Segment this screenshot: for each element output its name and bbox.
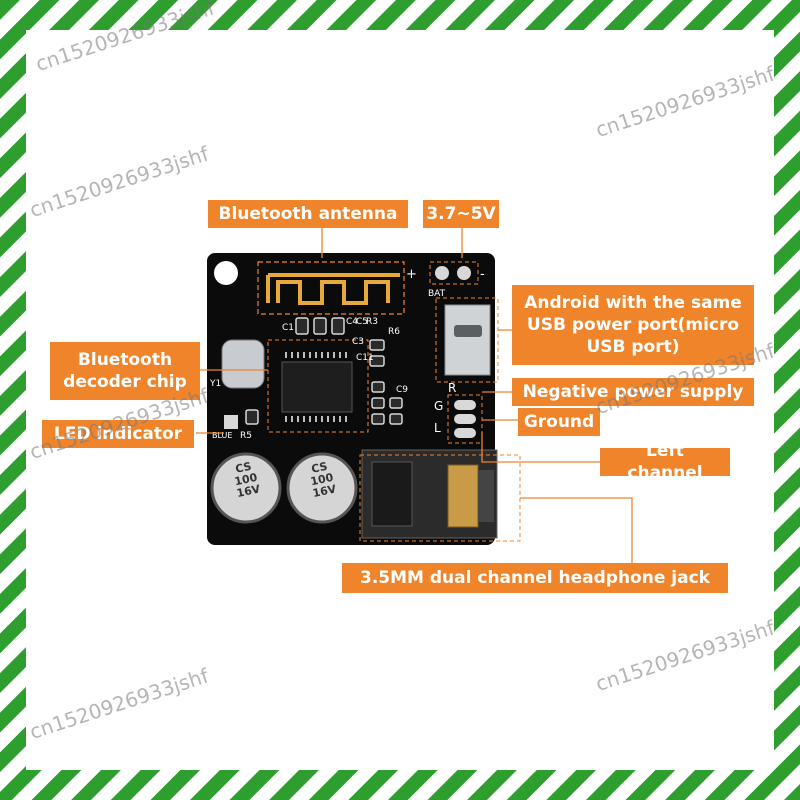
callout-ground: Ground [518, 408, 600, 436]
r5-label: R5 [240, 431, 252, 441]
callout-usb-port: Android with the same USB power port(mic… [512, 285, 754, 365]
c1-label: C1 [282, 323, 294, 333]
callout-voltage: 3.7~5V [423, 200, 499, 228]
callout-negative-power: Negative power supply [512, 378, 754, 406]
plus-label: + [406, 267, 417, 282]
r-label: R [448, 381, 456, 395]
callout-headphone-jack: 3.5MM dual channel headphone jack [342, 563, 728, 593]
leader-lines [196, 226, 633, 566]
blue-label: BLUE [212, 431, 232, 440]
c4-label: C4 [346, 317, 358, 327]
antenna-trace [266, 273, 400, 305]
l-label: L [434, 421, 441, 435]
c5-label: C5 [356, 317, 368, 327]
c11-label: C11 [356, 353, 374, 363]
callout-left-channel: Left channel [600, 441, 730, 483]
bat-label: BAT [428, 289, 446, 299]
r6-label: R6 [388, 327, 400, 337]
y1-label: Y1 [209, 379, 221, 389]
g-label: G [434, 399, 443, 413]
c9-label: C9 [396, 385, 408, 395]
c3-label: C3 [352, 337, 364, 347]
callout-led-indicator: LED indicator [42, 420, 194, 448]
minus-label: - [480, 267, 485, 282]
callout-bluetooth-antenna: Bluetooth antenna [208, 200, 408, 228]
r3-label: R3 [366, 317, 378, 327]
callout-decoder-chip: Bluetooth decoder chip [50, 342, 200, 400]
